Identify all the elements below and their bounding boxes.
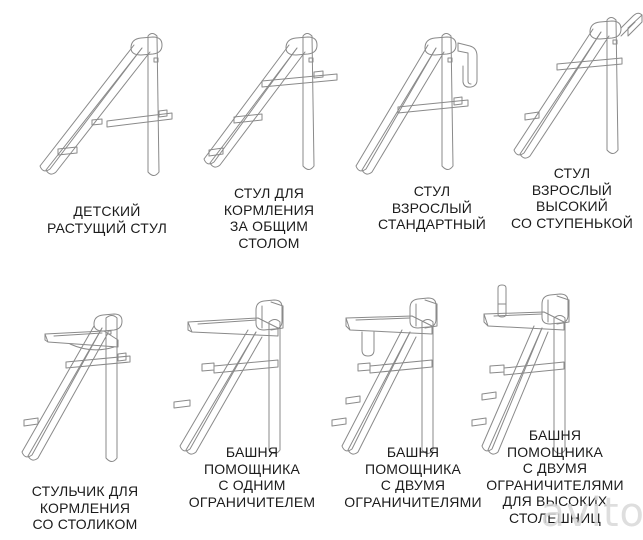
adult-tall-chair-step-diagram (500, 2, 643, 167)
feeding-chair-tray-diagram (18, 298, 158, 478)
product-caption: БАШНЯ ПОМОЩНИКА С ДВУМЯ ОГРАНИЧИТЕЛЯМИ Д… (486, 427, 624, 526)
adult-standard-chair-diagram (350, 18, 500, 183)
product-caption: СТУЛ ВЗРОСЛЫЙ СТАНДАРТНЫЙ (377, 183, 487, 232)
feeding-chair-diagram (196, 22, 341, 182)
helper-tower-two-limiters-diagram (328, 292, 468, 467)
product-caption: БАШНЯ ПОМОЩНИКА С ОДНИМ ОГРАНИЧИТЕЛЕМ (188, 444, 316, 510)
product-caption: СТУЛЬЧИК ДЛЯ КОРМЛЕНИЯ СО СТОЛИКОМ (31, 483, 139, 532)
product-caption: БАШНЯ ПОМОЩНИКА С ДВУМЯ ОГРАНИЧИТЕЛЯМИ (344, 444, 482, 510)
growing-chair-diagram (30, 18, 180, 193)
helper-tower-one-limiter-diagram (166, 292, 306, 467)
helper-tower-tall-diagram (468, 284, 618, 469)
product-caption: СТУЛ ВЗРОСЛЫЙ ВЫСОКИЙ СО СТУПЕНЬКОЙ (511, 165, 633, 231)
product-caption: ДЕТСКИЙ РАСТУЩИЙ СТУЛ (46, 203, 168, 236)
product-caption: СТУЛ ДЛЯ КОРМЛЕНИЯ ЗА ОБЩИМ СТОЛОМ (223, 185, 315, 251)
